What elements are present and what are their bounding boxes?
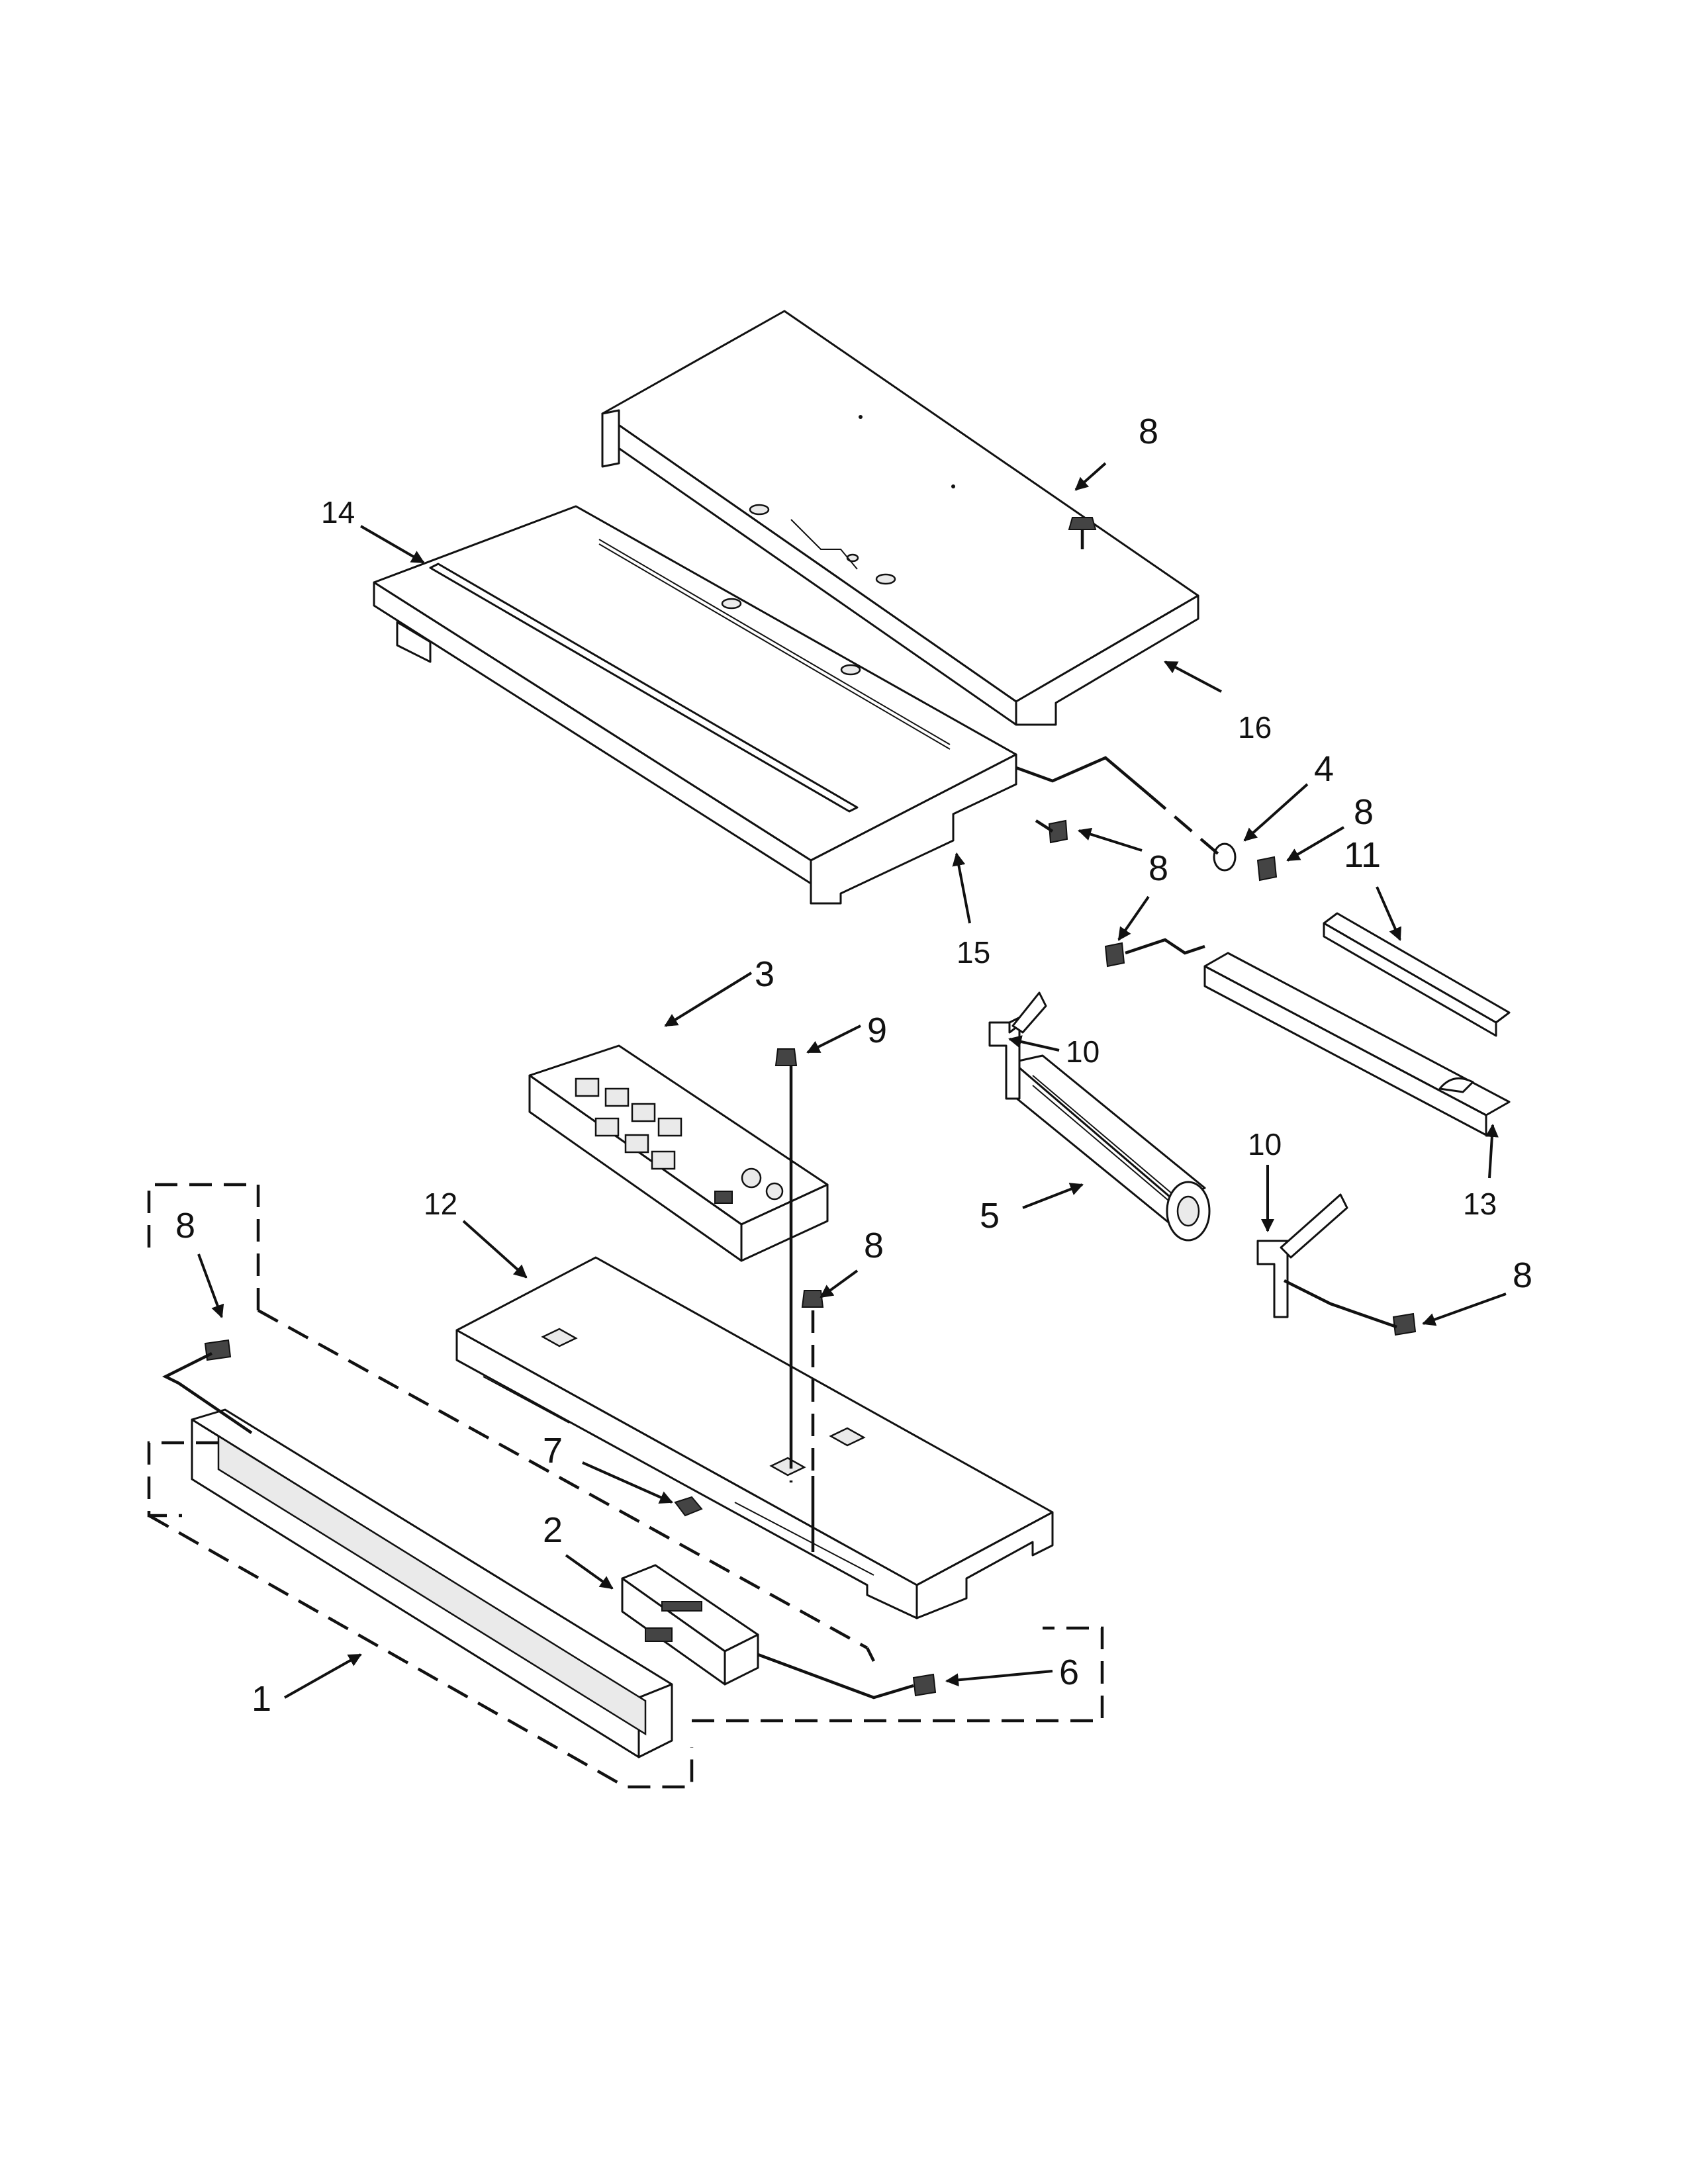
callout-8-top: 8 (1139, 412, 1158, 451)
callout-8-cover: 8 (1149, 848, 1168, 888)
callout-15: 15 (957, 935, 990, 970)
part-14-trim-strip (429, 563, 859, 813)
callout-1: 1 (252, 1679, 271, 1719)
callout-8-left: 8 (175, 1206, 195, 1246)
part-15-lower-cover (373, 505, 1017, 905)
screw-8-panel (801, 1290, 824, 1308)
part-16-top-cover (601, 310, 1199, 726)
part-5-blower-fan (1011, 1054, 1211, 1242)
callout-10b: 10 (1248, 1127, 1282, 1161)
callout-8-panel: 8 (864, 1226, 884, 1265)
screw-8-left (204, 1339, 232, 1361)
callout-5: 5 (980, 1196, 1000, 1236)
callout-8-right: 8 (1513, 1255, 1532, 1295)
part-3-control-board (528, 1044, 829, 1262)
callout-3: 3 (755, 954, 774, 994)
callout-9: 9 (867, 1011, 887, 1050)
callout-10a: 10 (1066, 1034, 1100, 1069)
screw-8-top (1068, 517, 1097, 549)
part-13-bracket (1203, 952, 1511, 1136)
washer-4 (1213, 842, 1237, 872)
callout-11: 11 (1344, 835, 1381, 875)
clip-7 (674, 1496, 703, 1517)
part-1-front-trim (191, 1408, 673, 1758)
callout-6: 6 (1059, 1653, 1079, 1692)
assembly-lines (147, 756, 1397, 1789)
leaders (197, 462, 1507, 1699)
screw-8-bracket (1104, 942, 1125, 968)
callout-13: 13 (1463, 1187, 1497, 1221)
callout-2: 2 (543, 1510, 563, 1550)
callout-8-washer: 8 (1354, 792, 1374, 832)
part-2-display-board (621, 1564, 759, 1686)
screw-6 (912, 1673, 937, 1697)
part-11-strip (1323, 912, 1511, 1037)
callout-labels: 8 14 16 4 8 8 15 11 3 9 10 10 5 13 8 12 … (175, 412, 1532, 1719)
callout-4: 4 (1314, 749, 1334, 789)
callout-14: 14 (321, 495, 355, 529)
screw-9 (774, 1048, 798, 1066)
screw-8-right (1392, 1312, 1417, 1336)
screw-8-cover-side (1035, 819, 1068, 844)
screw-8-washer (1256, 856, 1278, 882)
part-12-mounting-panel (455, 1256, 1054, 1619)
part-10b-fan-bracket (1256, 1193, 1348, 1318)
callout-16: 16 (1238, 710, 1272, 745)
callout-12: 12 (424, 1187, 457, 1221)
callout-7: 7 (543, 1431, 563, 1471)
